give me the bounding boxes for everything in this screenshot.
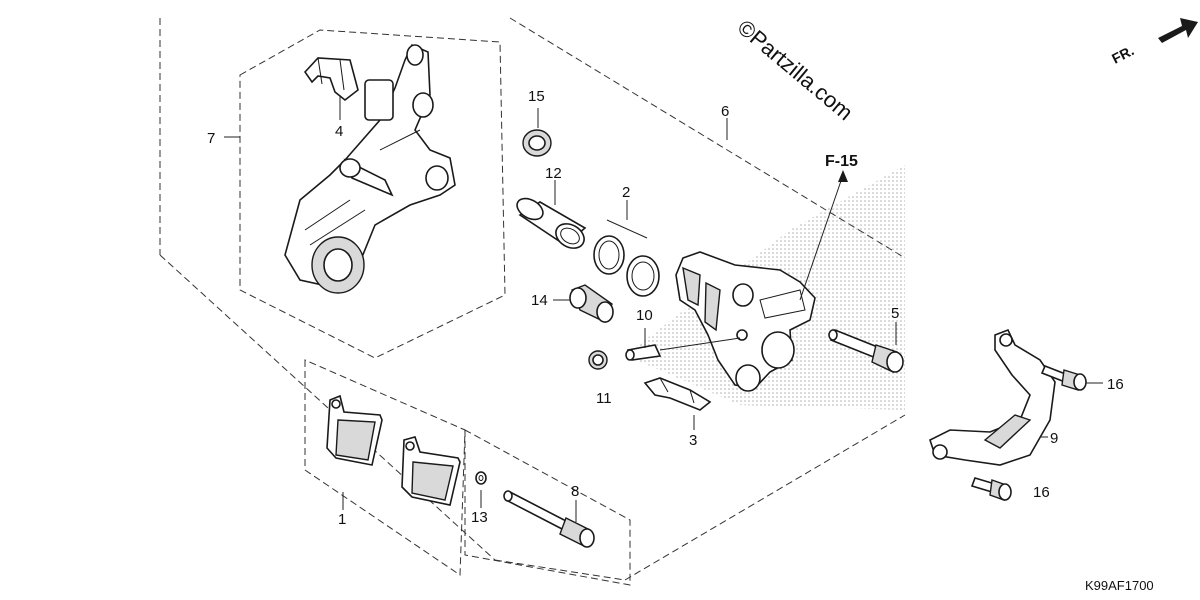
- front-direction-indicator: FR.: [1109, 18, 1198, 67]
- caliper-body-part-6[interactable]: [675, 251, 816, 392]
- callout-13: 13: [471, 509, 488, 526]
- callout-9: 9: [1050, 430, 1058, 447]
- callout-3: 3: [689, 432, 697, 449]
- callout-1: 1: [338, 511, 346, 528]
- bleeder-valve-part-10[interactable]: [625, 344, 662, 361]
- callout-12: 12: [545, 165, 562, 182]
- pad-set-frame: [304, 359, 466, 576]
- leader-2-bar: [606, 219, 648, 239]
- pad-retainer-part-3[interactable]: [643, 377, 712, 411]
- callout-11: 11: [596, 390, 612, 407]
- leader-f15: [799, 174, 844, 301]
- callout-16-lower: 16: [1033, 484, 1050, 501]
- partzilla-watermark: ©Partzilla.com: [733, 15, 858, 126]
- reference-f15[interactable]: F-15: [825, 153, 858, 170]
- pin-boot-part-14[interactable]: [569, 284, 614, 323]
- callout-16-upper: 16: [1107, 376, 1124, 393]
- callout-8: 8: [571, 483, 579, 500]
- washer-part-13[interactable]: [475, 471, 487, 485]
- callout-15: 15: [528, 88, 545, 105]
- callout-5: 5: [891, 305, 899, 322]
- callout-6: 6: [721, 103, 729, 120]
- pad-pin-part-8[interactable]: [503, 490, 595, 548]
- frame-left-diagonal: [159, 254, 496, 561]
- pin-frame: [464, 429, 631, 586]
- cap-part-15[interactable]: [522, 129, 552, 157]
- front-label: FR.: [1109, 42, 1136, 66]
- slide-pin-part-5[interactable]: [828, 328, 904, 374]
- bleeder-cap-part-11[interactable]: [588, 350, 608, 370]
- callout-10: 10: [636, 307, 653, 324]
- callout-14: 14: [531, 292, 548, 309]
- bolt-part-16-lower[interactable]: [970, 477, 1012, 501]
- callout-4: 4: [335, 123, 343, 140]
- frame-lower-right: [624, 414, 906, 581]
- leader-10-link: [659, 337, 741, 351]
- caliper-guard-part-9[interactable]: [929, 328, 1056, 466]
- diagram-code: K99AF1700: [1085, 578, 1154, 593]
- piston-part-12[interactable]: [513, 194, 588, 253]
- pad-spring-part-4[interactable]: [303, 57, 359, 102]
- brake-pad-part-1[interactable]: [326, 394, 461, 506]
- front-arrow-icon: [1158, 18, 1198, 43]
- bolt-part-16-upper[interactable]: [1040, 364, 1087, 391]
- leader-f15-arrowhead: [838, 170, 848, 182]
- frame-bottom-link: [494, 559, 626, 581]
- bracket-assembly-frame: [239, 29, 506, 359]
- caliper-bracket-part-7[interactable]: [284, 43, 456, 294]
- callout-7: 7: [207, 130, 215, 147]
- piston-seal-set-part-2[interactable]: [593, 235, 660, 297]
- callout-2: 2: [622, 184, 630, 201]
